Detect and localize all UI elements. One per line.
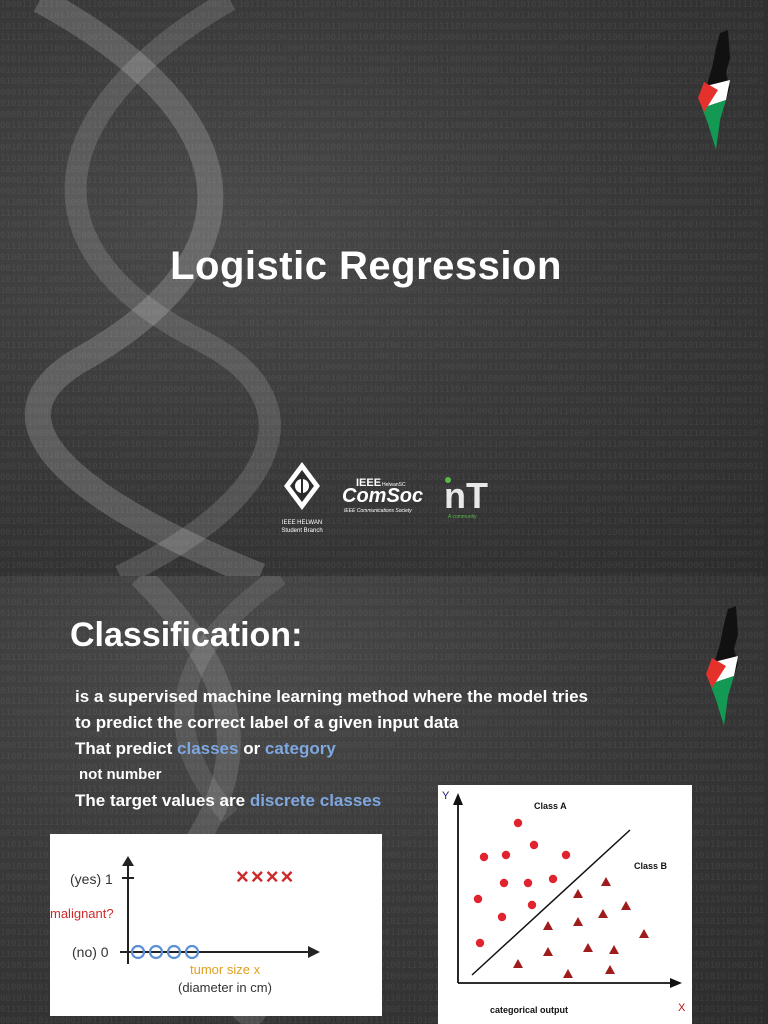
- class-a-label: Class A: [534, 801, 567, 811]
- x-axis-label: X: [678, 1002, 686, 1014]
- highlight-category: category: [265, 739, 336, 758]
- ieee-comsoc-logo: IEEE ComSoc HelwanSC IEEE Communications…: [342, 477, 423, 514]
- title-slide: 1000111111100111110100000011101110000100…: [0, 0, 768, 576]
- sponsor-logos: IEEE HELWAN Student Branch IEEE ComSoc H…: [280, 460, 500, 540]
- tumor-chart: (yes) 1 malignant? (no) 0 ×××× tumor siz…: [50, 834, 382, 1016]
- helwan-line1: IEEE HELWAN: [282, 520, 322, 526]
- diameter-label: (diameter in cm): [178, 980, 272, 995]
- helwan-line2: Student Branch: [281, 528, 322, 534]
- definition-line-1: is a supervised machine learning method …: [75, 684, 588, 710]
- third-sub: A community: [448, 514, 477, 520]
- class-b-points: [513, 877, 649, 978]
- definition-line-2: to predict the correct label of a given …: [75, 710, 588, 736]
- line3-text: That predict: [75, 739, 177, 758]
- community-logo: nT A community: [444, 475, 488, 520]
- slide-title: Logistic Regression: [0, 244, 732, 289]
- slide-heading: Classification:: [70, 616, 302, 655]
- ieee-helwan-logo: IEEE HELWAN Student Branch: [281, 462, 322, 534]
- classification-slide: 0110001101010111011111100110101010111010…: [0, 576, 768, 1024]
- comsoc-tag: HelwanSC: [382, 482, 406, 488]
- class-a-points: [474, 819, 570, 947]
- tumor-size-label: tumor size x: [190, 962, 261, 977]
- comsoc-sub: IEEE Communications Society: [344, 508, 412, 514]
- x-axis-arrow: [308, 946, 320, 958]
- no-label: (no) 0: [72, 944, 109, 960]
- line3-mid: or: [238, 739, 264, 758]
- comsoc-main: ComSoc: [342, 485, 423, 507]
- x-axis-arrow: [670, 978, 682, 988]
- palestine-map-flag-icon: [690, 28, 740, 153]
- definition-line-3: That predict classes or category: [75, 736, 588, 762]
- y-axis-label: Y: [442, 790, 450, 802]
- class-scatter-chart: Y X Class A Class B categorical output: [438, 785, 692, 1024]
- line5-text: The target values are: [75, 791, 250, 810]
- palestine-map-flag-icon: [698, 604, 748, 729]
- class-b-label: Class B: [634, 861, 668, 871]
- caption-label: categorical output: [490, 1005, 568, 1015]
- highlight-discrete-classes: discrete classes: [250, 791, 381, 810]
- yes-label: (yes) 1: [70, 871, 113, 887]
- malignant-label: malignant?: [50, 906, 114, 921]
- class-scatter-card: Y X Class A Class B categorical output: [438, 785, 692, 1024]
- y-axis-arrow: [122, 856, 134, 866]
- tumor-chart-card: (yes) 1 malignant? (no) 0 ×××× tumor siz…: [50, 834, 382, 1016]
- y-axis-arrow: [453, 793, 463, 805]
- positive-samples: ××××: [236, 864, 295, 889]
- highlight-classes: classes: [177, 739, 238, 758]
